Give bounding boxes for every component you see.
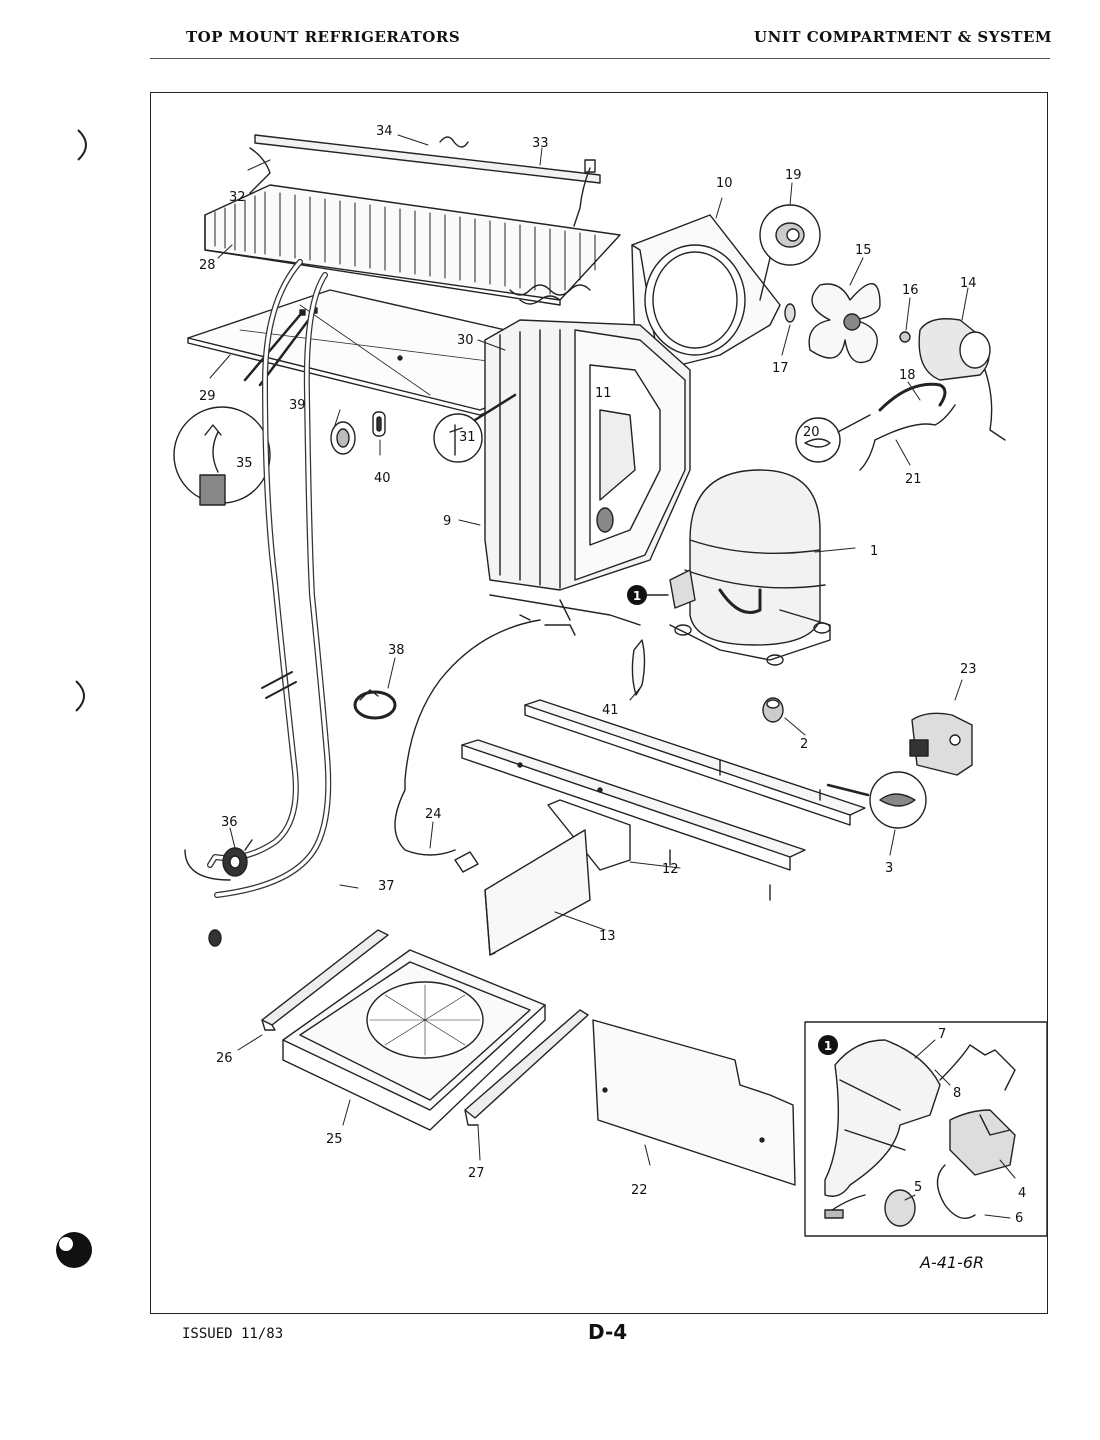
fan-motor-part	[918, 318, 1006, 441]
callout-2: 2	[800, 737, 808, 752]
defrost-water-tube-part	[249, 134, 601, 227]
callout-24: 24	[425, 807, 442, 822]
fan-shroud-part	[631, 214, 781, 371]
diagram-reference-code: A-41-6R	[919, 1253, 984, 1272]
callout-34: 34	[376, 124, 393, 139]
document-title: TOP MOUNT REFRIGERATORS	[186, 28, 461, 46]
svg-text:1: 1	[633, 589, 641, 603]
callout-41: 41	[602, 703, 619, 718]
callout-16: 16	[902, 283, 919, 298]
callout-22: 22	[631, 1183, 648, 1198]
nut-part	[899, 331, 911, 343]
callout-14: 14	[960, 276, 977, 291]
tubing-part	[489, 594, 646, 696]
binder-hole	[56, 1232, 92, 1268]
callout-5: 5	[914, 1180, 922, 1195]
callout-28: 28	[199, 258, 216, 273]
callout-17: 17	[772, 361, 789, 376]
power-cord-part	[394, 614, 576, 873]
inset-leader-lines	[904, 1039, 1016, 1219]
callout-37: 37	[378, 879, 395, 894]
callout-15: 15	[855, 243, 872, 258]
grommet-part	[784, 303, 796, 323]
callout-36: 36	[221, 815, 238, 830]
binder-hole-mark	[75, 680, 85, 712]
detail-marker-inset: 1	[818, 1035, 838, 1055]
callout-11: 11	[595, 386, 612, 401]
issued-date: ISSUED 11/83	[182, 1326, 284, 1342]
rear-access-cover-part	[592, 1019, 796, 1186]
callout-31: 31	[459, 430, 476, 445]
callout-40: 40	[374, 471, 391, 486]
callout-35: 35	[236, 456, 253, 471]
link-part	[372, 411, 386, 437]
callout-4: 4	[1018, 1186, 1026, 1201]
condenser-part	[204, 184, 621, 306]
callout-3: 3	[885, 861, 893, 876]
fan-blade-part	[808, 283, 881, 364]
header-rule	[150, 58, 1050, 59]
leader-lines	[209, 134, 969, 1166]
detail-marker-main: 1	[627, 585, 647, 605]
callout-30: 30	[457, 333, 474, 348]
drain-hose-part	[207, 259, 332, 947]
rail-bracket-part	[464, 1009, 589, 1126]
defrost-drain-pan-part	[282, 949, 546, 1131]
callout-33: 33	[532, 136, 549, 151]
relay-part	[909, 712, 973, 776]
page-number: D-4	[588, 1320, 628, 1344]
callout-27: 27	[468, 1166, 485, 1181]
ring-part	[330, 421, 356, 455]
compressor-grommet-part	[762, 697, 784, 723]
screw-detail	[433, 393, 517, 463]
callout-13: 13	[599, 929, 616, 944]
callout-29: 29	[199, 389, 216, 404]
drain-pan-bracket-part	[261, 929, 389, 1031]
wire-harness-part	[859, 382, 956, 471]
callout-32: 32	[229, 190, 246, 205]
base-rail-part	[461, 699, 866, 901]
callout-1: 1	[870, 544, 878, 559]
section-title: UNIT COMPARTMENT & SYSTEM	[754, 28, 1052, 46]
cable-tie-part	[353, 689, 397, 720]
bracket-clip-detail	[826, 771, 927, 829]
access-panel-bracket-part	[484, 799, 631, 956]
thermostat-bracket-detail	[173, 313, 312, 506]
callout-9: 9	[443, 514, 451, 529]
hose-clamp-part	[184, 839, 253, 881]
callout-26: 26	[216, 1051, 233, 1066]
callout-6: 6	[1015, 1211, 1023, 1226]
callout-39: 39	[289, 398, 306, 413]
inset-detail-box	[804, 1021, 1048, 1237]
callout-19: 19	[785, 168, 802, 183]
drain-pan-assembly-part	[484, 319, 691, 591]
binder-hole-mark	[77, 129, 87, 161]
callout-25: 25	[326, 1132, 343, 1147]
compressor-part	[669, 469, 831, 666]
diagram-frame	[150, 92, 1048, 1314]
callout-38: 38	[388, 643, 405, 658]
callout-labels: 1 2 3 4 5 6 7 8 9 10 11 12 13 14 15 16 1…	[199, 124, 1026, 1226]
callout-10: 10	[716, 176, 733, 191]
motor-mount-detail	[759, 204, 821, 301]
callout-21: 21	[905, 472, 922, 487]
callout-23: 23	[960, 662, 977, 677]
clip-detail	[795, 414, 871, 463]
callout-8: 8	[953, 1086, 961, 1101]
callout-7: 7	[938, 1027, 946, 1042]
callout-18: 18	[899, 368, 916, 383]
callout-12: 12	[662, 862, 679, 877]
svg-text:1: 1	[824, 1039, 832, 1053]
callout-20: 20	[803, 425, 820, 440]
